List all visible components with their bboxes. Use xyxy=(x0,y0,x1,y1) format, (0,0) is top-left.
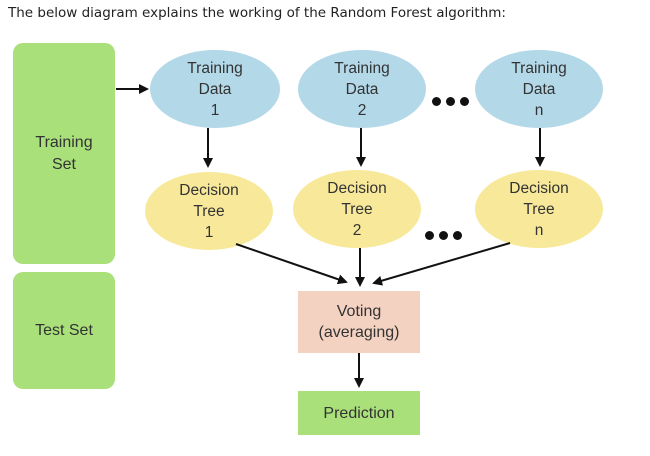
training-set-label-line2: Set xyxy=(51,155,76,173)
prediction-label: Prediction xyxy=(323,404,395,422)
diagram-caption: The below diagram explains the working o… xyxy=(8,5,506,21)
training-data-label: Data xyxy=(522,80,556,98)
decision-tree-label: Tree xyxy=(193,202,225,220)
training-data-1: Training Data 1 xyxy=(150,50,280,128)
arrow-treen-to-voting xyxy=(372,242,511,286)
voting-box: Voting (averaging) xyxy=(298,291,420,353)
decision-tree-label: Tree xyxy=(341,200,373,218)
training-data-index: 1 xyxy=(210,101,220,119)
decision-tree-label: Decision xyxy=(509,179,569,197)
decision-tree-1: Decision Tree 1 xyxy=(145,172,273,250)
decision-tree-label: Tree xyxy=(523,200,555,218)
decision-tree-index: n xyxy=(534,221,544,239)
voting-label: Voting xyxy=(336,303,382,320)
training-set-label-line1: Training xyxy=(35,133,93,151)
training-set-panel: Training Set xyxy=(13,43,115,264)
decision-tree-label: Decision xyxy=(179,181,239,199)
decision-tree-label: Decision xyxy=(327,179,387,197)
test-set-panel: Test Set xyxy=(13,272,115,389)
training-data-label: Training xyxy=(511,59,567,77)
decision-tree-index: 1 xyxy=(204,223,214,241)
prediction-box: Prediction xyxy=(298,391,420,435)
training-data-label: Training xyxy=(334,59,390,77)
voting-sublabel: (averaging) xyxy=(318,324,400,341)
ellipsis-dots-top xyxy=(432,97,469,106)
arrow-tree1-to-voting xyxy=(235,243,348,285)
training-data-label: Data xyxy=(198,80,232,98)
training-data-label: Training xyxy=(187,59,243,77)
training-data-n: Training Data n xyxy=(475,50,603,128)
training-data-index: 2 xyxy=(357,101,367,119)
training-data-index: n xyxy=(534,101,544,119)
decision-tree-index: 2 xyxy=(352,221,362,239)
test-set-label: Test Set xyxy=(35,321,93,339)
training-data-2: Training Data 2 xyxy=(298,50,426,128)
decision-tree-n: Decision Tree n xyxy=(475,170,603,248)
ellipsis-dots-bottom xyxy=(425,231,462,240)
training-data-label: Data xyxy=(345,80,379,98)
decision-tree-2: Decision Tree 2 xyxy=(293,170,421,248)
